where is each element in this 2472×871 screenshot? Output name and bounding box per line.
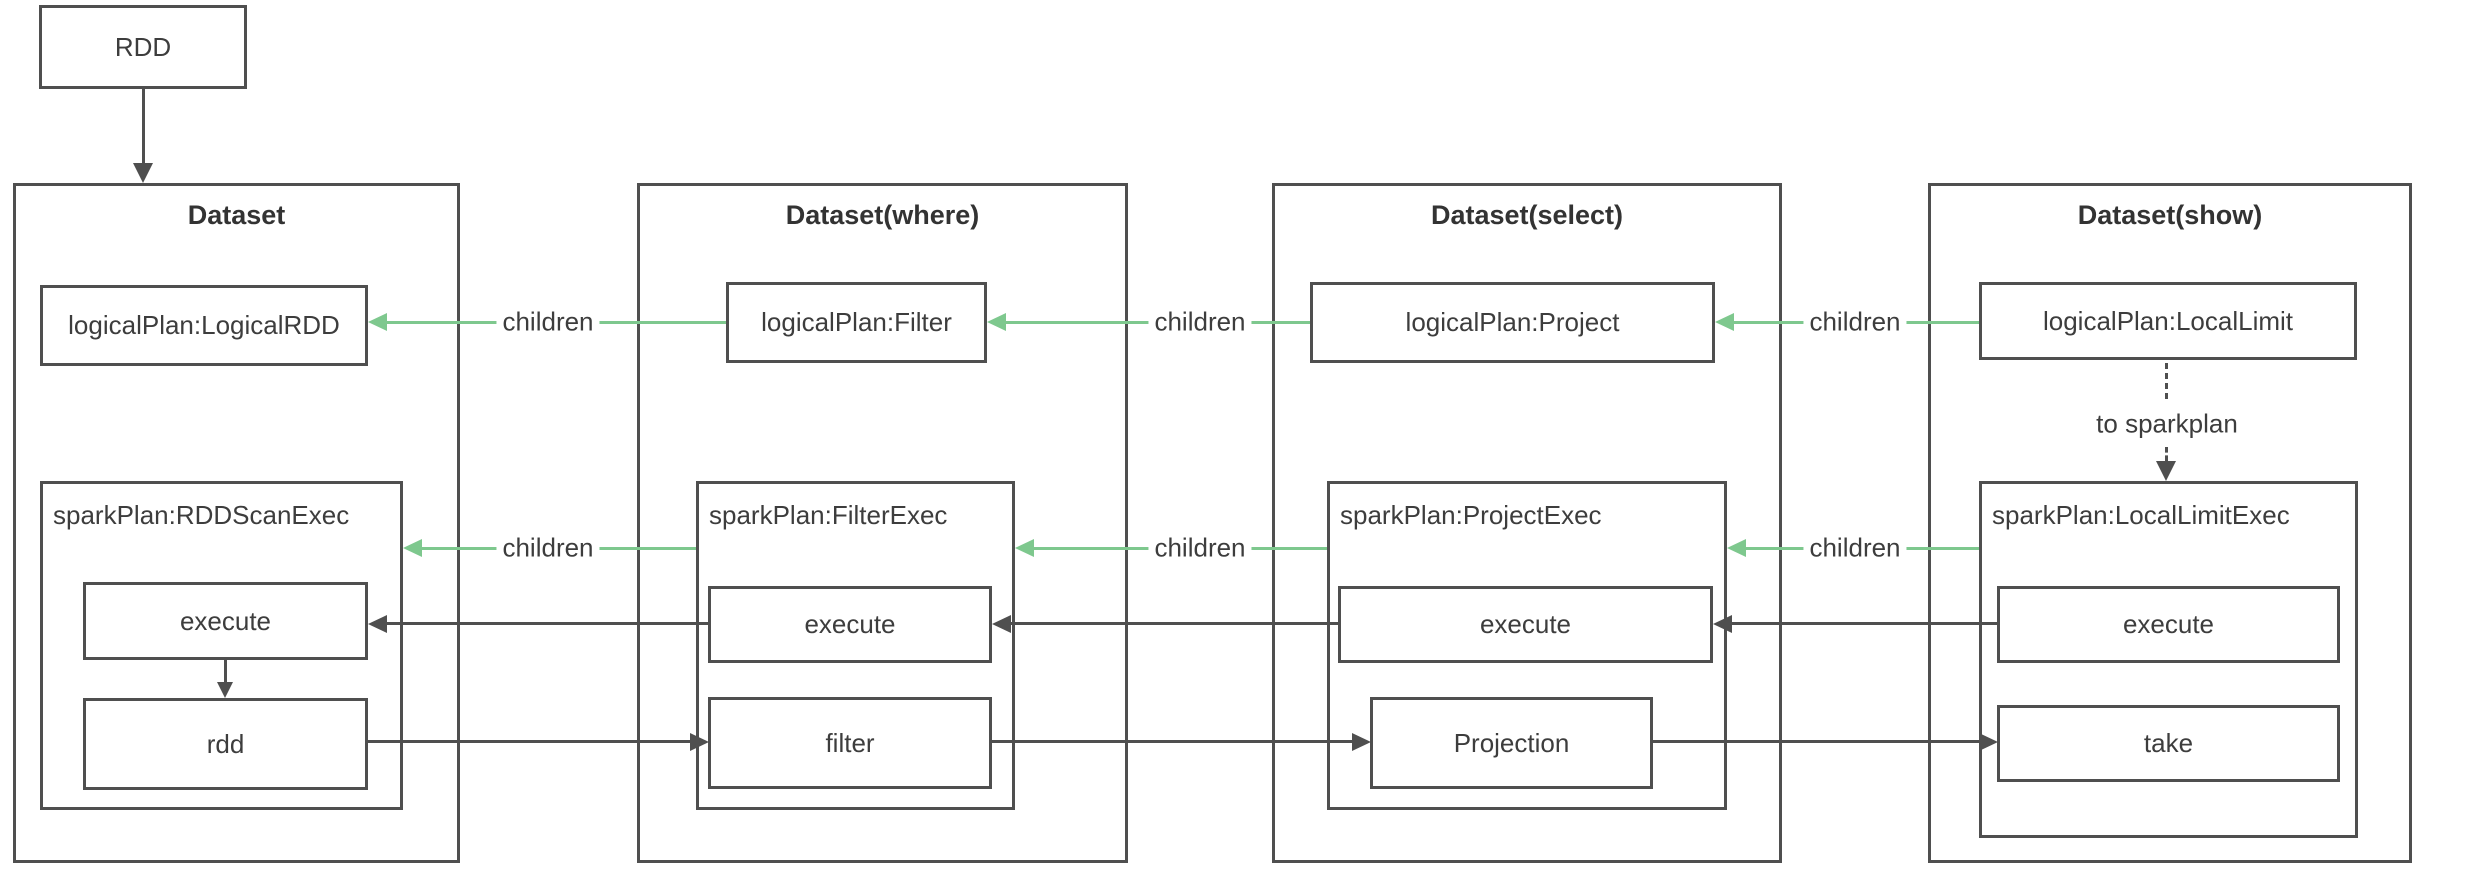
- dataflow-arrowhead-2: [1352, 733, 1371, 751]
- children-label: children: [496, 532, 600, 564]
- dataset-title: Dataset: [187, 200, 286, 230]
- execute-call-line-3: [1731, 622, 1997, 625]
- dataset-select-execute-label: execute: [1479, 609, 1572, 639]
- rdd-node: RDD: [39, 5, 247, 89]
- rdd-to-dataset-arrow-line: [142, 89, 145, 167]
- dataset-select-logical-plan-box: logicalPlan:Project: [1310, 282, 1715, 363]
- dataset-select-logical-plan-label: logicalPlan:Project: [1405, 307, 1620, 337]
- dataset-show-spark-plan-label: sparkPlan:LocalLimitExec: [1992, 500, 2290, 530]
- dataset-logical-plan-label: logicalPlan:LogicalRDD: [68, 310, 340, 340]
- dataset-select-title: Dataset(select): [1430, 200, 1624, 230]
- execute-call-line-2: [1010, 622, 1338, 625]
- dataset-where-logical-plan-box: logicalPlan:Filter: [726, 282, 987, 363]
- children-spark-arrowhead-2: [1015, 539, 1034, 557]
- execute-to-rdd-arrowhead: [217, 682, 233, 698]
- execute-call-line-1: [386, 622, 708, 625]
- children-logical-arrowhead-3: [1715, 313, 1734, 331]
- to-sparkplan-label: to sparkplan: [2090, 408, 2244, 440]
- rdd-to-dataset-arrowhead: [133, 163, 153, 183]
- execute-call-arrowhead-2: [992, 615, 1011, 633]
- dataset-spark-plan-label: sparkPlan:RDDScanExec: [53, 500, 350, 530]
- execute-call-arrowhead-3: [1713, 615, 1732, 633]
- dataset-where-logical-plan-label: logicalPlan:Filter: [761, 307, 952, 337]
- dataflow-arrowhead-3: [1979, 733, 1998, 751]
- children-spark-arrowhead-1: [403, 539, 422, 557]
- dataset-execute-box: execute: [83, 582, 368, 660]
- dataset-where-filter-label: filter: [825, 727, 875, 758]
- rdd-node-label: RDD: [114, 31, 172, 62]
- children-logical-arrowhead-2: [987, 313, 1006, 331]
- children-label: children: [1148, 306, 1252, 338]
- dataset-logical-plan-box: logicalPlan:LogicalRDD: [40, 285, 368, 366]
- dataset-show-execute-box: execute: [1997, 586, 2340, 663]
- dataset-where-execute-box: execute: [708, 586, 992, 663]
- children-label: children: [496, 306, 600, 338]
- execute-to-rdd-arrow-line: [224, 660, 227, 684]
- dataset-show-title: Dataset(show): [2077, 200, 2263, 230]
- children-label: children: [1803, 532, 1907, 564]
- execute-call-arrowhead-1: [368, 615, 387, 633]
- to-sparkplan-arrowhead: [2156, 461, 2176, 481]
- dataflow-arrowhead-1: [690, 733, 709, 751]
- dataset-show-execute-label: execute: [2122, 609, 2215, 639]
- dataset-rdd-label: rdd: [206, 728, 245, 759]
- dataset-select-projection-label: Projection: [1453, 727, 1570, 758]
- dataset-select-execute-box: execute: [1338, 586, 1713, 663]
- children-label: children: [1803, 306, 1907, 338]
- dataset-where-title: Dataset(where): [785, 200, 980, 230]
- to-sparkplan-dash-top: [2165, 363, 2168, 399]
- children-logical-arrowhead-1: [368, 313, 387, 331]
- dataset-select-spark-plan-label: sparkPlan:ProjectExec: [1340, 500, 1602, 530]
- dataset-show-take-box: take: [1997, 705, 2340, 782]
- children-spark-arrowhead-3: [1727, 539, 1746, 557]
- children-label: children: [1148, 532, 1252, 564]
- dataset-execute-label: execute: [179, 605, 272, 636]
- dataset-show-logical-plan-box: logicalPlan:LocalLimit: [1979, 282, 2357, 360]
- dataset-show-logical-plan-label: logicalPlan:LocalLimit: [2042, 305, 2294, 336]
- dataflow-line-1: [368, 740, 690, 743]
- dataflow-line-3: [1653, 740, 1979, 743]
- dataset-rdd-box: rdd: [83, 698, 368, 790]
- dataflow-line-2: [992, 740, 1352, 743]
- dataset-where-spark-plan-label: sparkPlan:FilterExec: [709, 500, 948, 530]
- dataset-where-filter-box: filter: [708, 697, 992, 789]
- dataset-where-execute-label: execute: [804, 609, 896, 639]
- dataset-select-projection-box: Projection: [1370, 697, 1653, 789]
- dataset-show-take-label: take: [2143, 728, 2194, 758]
- to-sparkplan-dash-bottom: [2165, 447, 2168, 461]
